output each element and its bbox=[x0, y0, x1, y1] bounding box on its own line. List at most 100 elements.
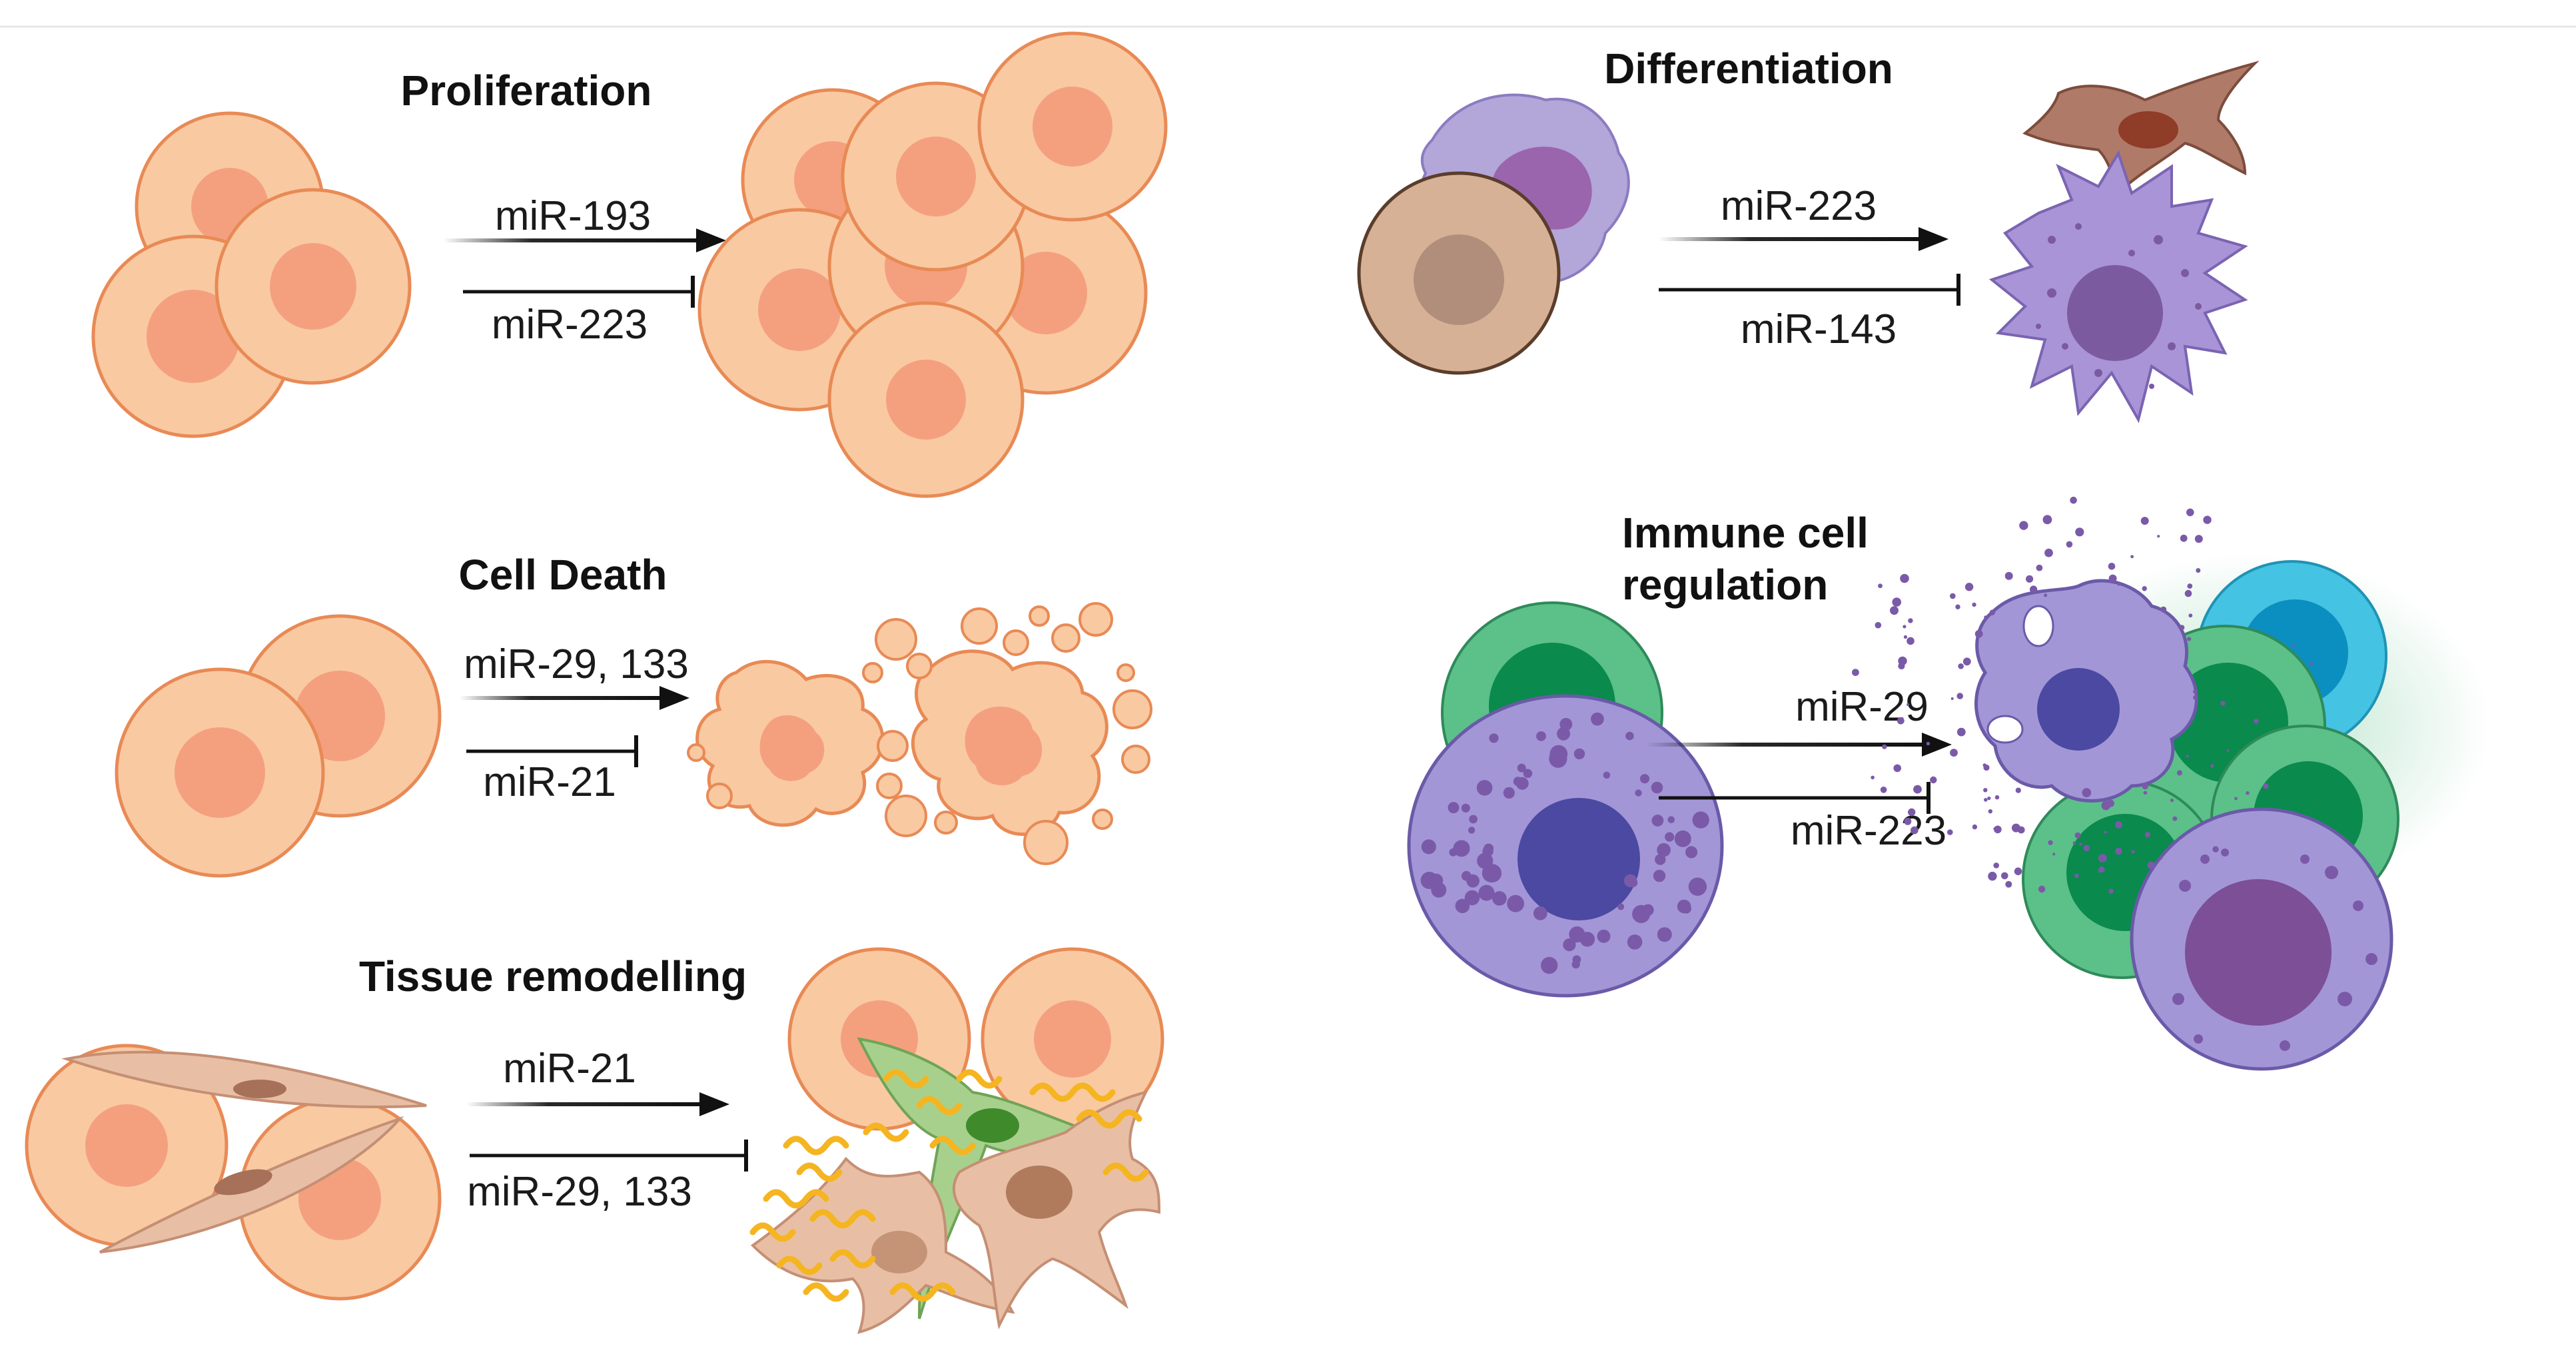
granule-dot bbox=[2074, 832, 2081, 839]
round-cell bbox=[827, 301, 1025, 498]
granule-dot bbox=[2108, 574, 2117, 583]
differentiation-promote-label: miR-223 bbox=[1721, 183, 1877, 229]
granule-dot bbox=[1984, 615, 1988, 619]
granule-dot bbox=[2187, 583, 2193, 589]
cell-death-promote-arrow bbox=[460, 686, 689, 710]
granule-dot bbox=[2108, 888, 2114, 894]
fibroblast-nucleus bbox=[233, 1080, 286, 1098]
granule-dot bbox=[1994, 795, 2000, 800]
granule-dot bbox=[2187, 637, 2192, 641]
granule-dot bbox=[2292, 644, 2296, 647]
granule-dot bbox=[1974, 629, 1983, 638]
granule-dot bbox=[2144, 832, 2151, 838]
granule-dot bbox=[2220, 701, 2226, 706]
differentiation-before-cells bbox=[1357, 93, 1630, 375]
granule-dot bbox=[2014, 867, 2022, 876]
granule-dot bbox=[1911, 826, 1919, 835]
granule-dot bbox=[1984, 798, 1988, 802]
granule-dot bbox=[2098, 866, 2105, 872]
granule-dot bbox=[1880, 787, 1887, 793]
tissue-before-cells bbox=[25, 1044, 442, 1301]
granule-dot bbox=[1455, 898, 1470, 914]
granule-dot bbox=[2193, 689, 2198, 694]
granule-dot bbox=[2196, 568, 2201, 573]
granule-dot bbox=[1956, 727, 1966, 737]
granule-dot bbox=[1904, 817, 1912, 825]
immune-title-line1: Immune cell bbox=[1622, 509, 1869, 557]
differentiation-after-cells bbox=[1988, 61, 2260, 424]
granule-dot bbox=[2193, 695, 2198, 700]
granule-dot bbox=[1897, 717, 1905, 725]
granule-dot bbox=[1907, 637, 1915, 645]
granule-dot bbox=[2075, 527, 2084, 537]
granule-dot bbox=[2079, 843, 2082, 846]
granule-dot bbox=[2131, 850, 2135, 854]
proliferation-inhibit-label: miR-223 bbox=[492, 302, 647, 348]
granule-dot bbox=[2179, 625, 2185, 631]
granule-dot bbox=[2160, 606, 2167, 613]
cell-death-inhibit-label: miR-21 bbox=[483, 759, 616, 805]
tissue-inhibit-bar bbox=[470, 1140, 748, 1172]
granule-dot bbox=[1591, 712, 1604, 726]
granule-dot bbox=[2101, 801, 2111, 811]
granule-dot bbox=[2036, 564, 2043, 571]
granule-dot bbox=[1993, 827, 1997, 831]
granule-dot bbox=[1657, 843, 1671, 857]
granule-dot bbox=[2172, 816, 2178, 821]
released-granules bbox=[1852, 496, 2314, 894]
proliferation-inhibit-bar bbox=[463, 276, 695, 308]
tissue-after-cells bbox=[749, 947, 1164, 1334]
granule-dot bbox=[1431, 882, 1447, 898]
immune-before-cells bbox=[1407, 601, 1724, 998]
round-cell bbox=[977, 31, 1168, 222]
granule-dot bbox=[1989, 609, 1995, 615]
immune-panel: Immune cell regulation miR-29 miR-223 bbox=[1407, 496, 2491, 1071]
proliferation-before-cells bbox=[91, 111, 412, 438]
cell-death-title: Cell Death bbox=[459, 551, 667, 599]
granule-dot bbox=[1461, 803, 1470, 813]
granule-dot bbox=[2098, 854, 2107, 862]
granule-dot bbox=[2114, 821, 2122, 829]
granule-dot bbox=[1962, 657, 1971, 666]
granule-dot bbox=[1476, 780, 1493, 796]
granule-dot bbox=[2104, 831, 2108, 834]
granule-dot bbox=[2005, 880, 2012, 888]
cell-death-before-cells bbox=[115, 614, 442, 878]
apoptotic-nucleus bbox=[965, 706, 1043, 786]
granule-dot bbox=[1549, 745, 1568, 763]
granule-dot bbox=[2038, 885, 2046, 893]
granule-dot bbox=[2194, 535, 2203, 543]
tissue-remodelling-title: Tissue remodelling bbox=[359, 952, 747, 1000]
granule-dot bbox=[2186, 508, 2194, 517]
granule-dot bbox=[1890, 606, 1899, 615]
granule-dot bbox=[1665, 832, 1675, 842]
apoptotic-nucleus bbox=[759, 715, 825, 781]
granule-dot bbox=[1898, 656, 1907, 666]
granule-dot bbox=[2044, 593, 2048, 597]
round-cell bbox=[215, 188, 412, 385]
tissue-promote-label: miR-21 bbox=[503, 1046, 636, 1092]
granule-dot bbox=[2234, 797, 2238, 801]
granule-dot bbox=[2143, 791, 2148, 795]
vacuole bbox=[1986, 715, 2024, 744]
granule-dot bbox=[1871, 775, 1875, 780]
granule-dot bbox=[1878, 583, 1883, 589]
spindle-fibroblast bbox=[61, 1050, 427, 1108]
granule-dot bbox=[1908, 808, 1916, 817]
fibroblast-nucleus bbox=[214, 1169, 272, 1195]
granule-dot bbox=[2082, 788, 2092, 798]
granule-dot bbox=[1448, 802, 1460, 814]
granule-dot bbox=[1573, 748, 1585, 760]
tissue-promote-arrow bbox=[466, 1092, 729, 1116]
granule-dot bbox=[1983, 788, 1988, 793]
granule-dot bbox=[2072, 841, 2076, 845]
granule-dot bbox=[1657, 927, 1672, 942]
granule-dot bbox=[2212, 846, 2219, 852]
granule-dot bbox=[1972, 602, 1976, 607]
collagen-fibres bbox=[749, 1069, 1149, 1302]
granule-dot bbox=[1903, 625, 1907, 629]
granule-dot bbox=[2170, 799, 2174, 803]
granule-dot bbox=[1681, 904, 1691, 914]
granule-dot bbox=[2184, 589, 2192, 597]
